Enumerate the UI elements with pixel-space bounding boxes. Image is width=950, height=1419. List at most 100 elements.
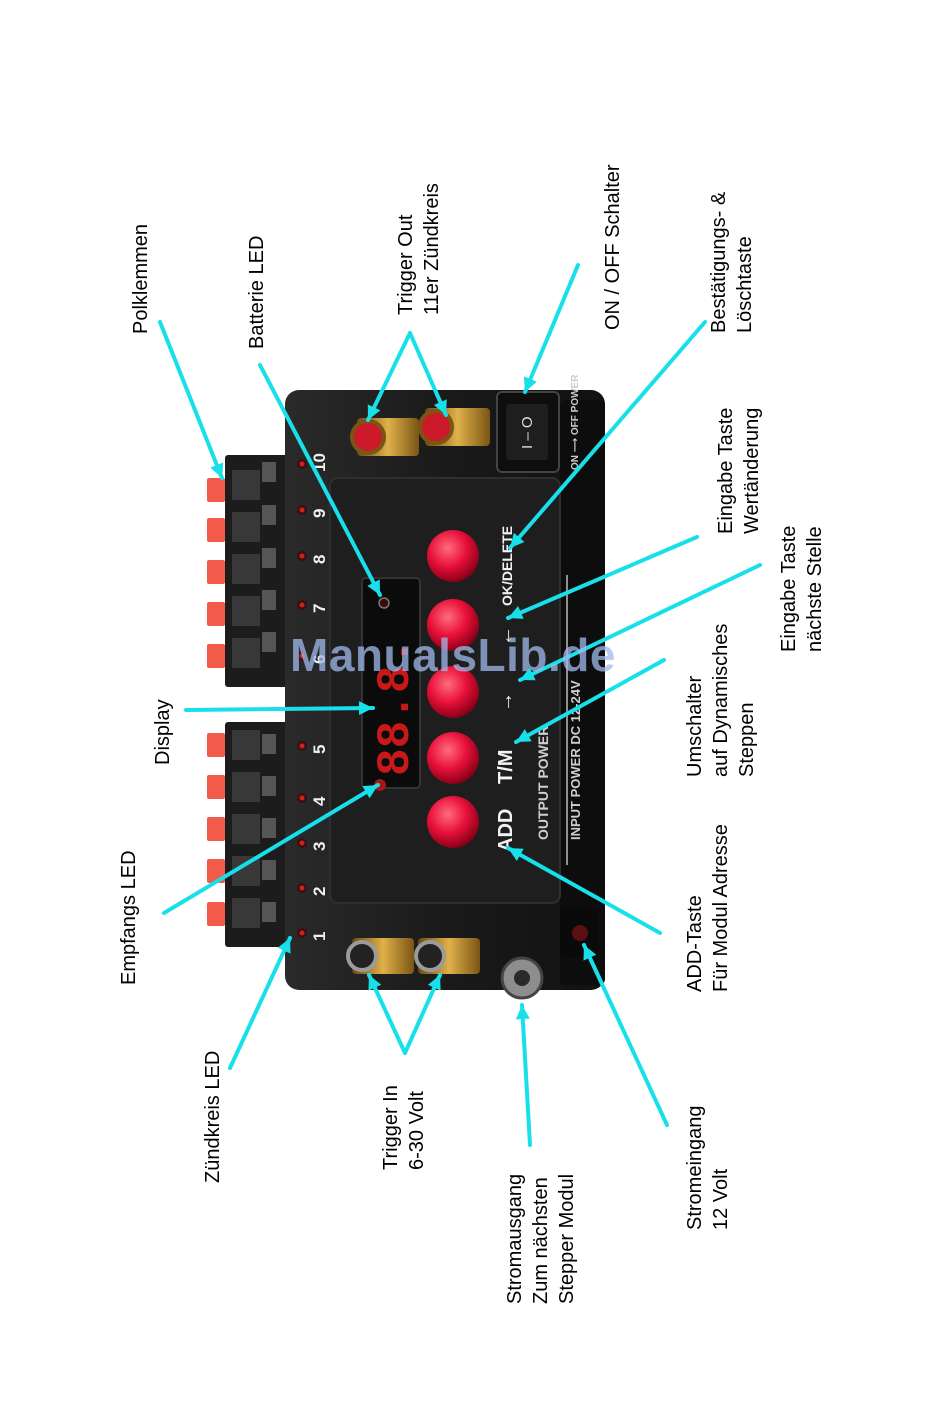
terminal-number: 9 bbox=[310, 509, 329, 518]
ok-delete-button[interactable] bbox=[427, 530, 479, 582]
callout-line-eingabe-wert bbox=[506, 535, 699, 620]
power-input-jack bbox=[560, 908, 598, 958]
callout-line-polklemmen bbox=[158, 320, 224, 480]
button-label: → bbox=[495, 692, 517, 712]
bestaetigung-line: Löschtaste bbox=[734, 236, 756, 333]
callout-arrowhead bbox=[277, 938, 291, 954]
on-off-line: ON / OFF Schalter bbox=[602, 164, 624, 330]
callout-line-batterie-led bbox=[258, 363, 382, 597]
callout-arrowhead bbox=[515, 1005, 530, 1020]
batterie-led-line: Batterie LED bbox=[246, 235, 268, 349]
left-arrow-button[interactable] bbox=[427, 599, 479, 651]
callout-line-trigger-out-a bbox=[366, 331, 412, 422]
callout-arrowhead bbox=[358, 701, 373, 716]
label-zuendkreis-led: Zündkreis LED bbox=[200, 1051, 226, 1183]
eingabe-wert-line: Eingabe Taste bbox=[715, 407, 737, 534]
button-label: T/M bbox=[495, 750, 517, 784]
callout-line-trigger-in-a bbox=[367, 973, 407, 1055]
svg-text:I – O: I – O bbox=[519, 416, 536, 449]
display-line: Display bbox=[152, 699, 174, 765]
callout-arrowhead bbox=[368, 975, 382, 991]
terminal-number: 2 bbox=[310, 887, 329, 896]
panel-text-input: INPUT POWER DC 12-24V bbox=[568, 680, 583, 840]
callout-arrowhead bbox=[510, 532, 525, 548]
callout-line-add bbox=[506, 846, 662, 935]
polklemmen-line: Polklemmen bbox=[130, 223, 152, 334]
watermark: ManualsLib.de bbox=[290, 629, 616, 681]
terminal-block bbox=[225, 455, 300, 947]
callout-arrowhead bbox=[516, 729, 532, 742]
add-button[interactable] bbox=[427, 796, 479, 848]
eingabe-stelle-line: Eingabe Taste bbox=[778, 525, 800, 652]
label-on-off-schalter: ON / OFF Schalter bbox=[600, 164, 626, 330]
terminal-number: 8 bbox=[310, 555, 329, 564]
callout-arrowhead bbox=[433, 399, 447, 415]
trigger-out-line: Trigger Out bbox=[395, 214, 417, 315]
callout-line-trigger-in-b bbox=[403, 973, 442, 1055]
control-buttons bbox=[427, 530, 479, 848]
callout-arrowhead bbox=[362, 785, 378, 799]
umschalter-line: Umschalter bbox=[684, 675, 706, 777]
tm-button[interactable] bbox=[427, 732, 479, 784]
callout-lines bbox=[158, 263, 762, 1147]
display-digits: 88.8. bbox=[370, 638, 422, 776]
callout-arrowhead bbox=[523, 376, 537, 392]
callout-arrowhead bbox=[367, 579, 380, 595]
callout-arrowhead bbox=[367, 404, 381, 420]
zuendkreis-led-row bbox=[297, 459, 307, 938]
trigger-out-line: 11er Zündkreis bbox=[421, 183, 443, 315]
terminal-number: 6 bbox=[310, 655, 329, 664]
power-switch[interactable]: I – O bbox=[496, 391, 560, 473]
callout-line-empfang bbox=[162, 783, 380, 915]
callout-line-umschalter bbox=[514, 658, 666, 744]
terminal-number: 4 bbox=[310, 796, 329, 806]
batterie-led bbox=[378, 597, 390, 609]
device-bottom-edge bbox=[560, 400, 605, 985]
empfangs-led-line: Empfangs LED bbox=[118, 850, 140, 985]
callout-line-zuendkreis bbox=[228, 936, 292, 1070]
stromausgang-line: Stepper Modul bbox=[556, 1173, 578, 1304]
display bbox=[361, 577, 421, 789]
power-switch-label: ON ⟶ OFF POWER bbox=[570, 374, 581, 470]
add-taste-line: ADD-Taste bbox=[684, 895, 706, 992]
power-output-jack bbox=[500, 956, 544, 1000]
callout-line-on-off bbox=[523, 263, 580, 394]
callout-line-bestaetigung bbox=[508, 320, 707, 550]
umschalter-line: auf Dynamisches bbox=[710, 623, 732, 777]
terminal-number: 1 bbox=[310, 932, 329, 941]
callout-arrowhead bbox=[210, 462, 224, 478]
label-empfangs-led: Empfangs LED bbox=[116, 850, 142, 985]
trigger-in-line: Trigger In bbox=[380, 1085, 402, 1170]
trigger-in-connectors bbox=[346, 938, 480, 974]
button-label: ADD bbox=[495, 809, 517, 852]
panel-text-output: OUTPUT POWER bbox=[535, 726, 551, 840]
callout-line-eingabe-stelle bbox=[518, 563, 762, 682]
trigger-in-line: 6-30 Volt bbox=[406, 1091, 428, 1170]
callout-line-trigger-out-b bbox=[408, 331, 448, 417]
right-arrow-button[interactable] bbox=[427, 666, 479, 718]
label-display: Display bbox=[150, 699, 176, 765]
zuendkreis-led-line: Zündkreis LED bbox=[202, 1050, 224, 1183]
eingabe-wert-line: Wertänderung bbox=[741, 407, 763, 534]
eingabe-stelle-line: nächste Stelle bbox=[804, 526, 826, 652]
button-label: ← bbox=[495, 626, 517, 646]
callout-arrowhead bbox=[427, 975, 441, 991]
stromeingang-line: Stromeingang bbox=[684, 1105, 706, 1230]
add-taste-line: Für Modul Adresse bbox=[710, 824, 732, 992]
callout-arrowhead bbox=[508, 848, 524, 861]
red-terminal-tabs bbox=[207, 478, 225, 926]
callout-line-stromeingang bbox=[582, 943, 669, 1127]
trigger-out-connectors bbox=[350, 408, 490, 456]
callout-arrowhead bbox=[520, 667, 536, 681]
terminal-number: 3 bbox=[310, 842, 329, 851]
